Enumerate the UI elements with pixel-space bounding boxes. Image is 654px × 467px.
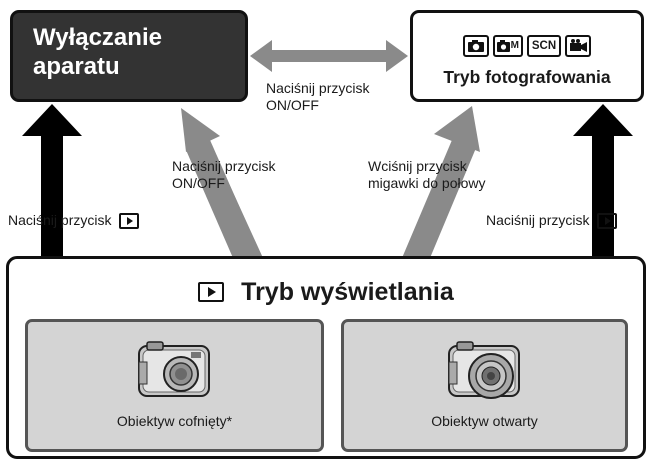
power-off-box: Wyłączanie aparatu <box>10 10 248 102</box>
label-playback-to-shooting-line1: Wciśnij przycisk <box>368 158 467 174</box>
label-off-shooting-line2: ON/OFF <box>266 97 319 113</box>
label-playback-to-off: Naciśnij przycisk ON/OFF <box>172 158 275 192</box>
playback-button-icon <box>597 213 618 230</box>
shooting-mode-title: Tryb fotografowania <box>443 67 611 87</box>
playback-mode-title: Tryb wyświetlania <box>241 278 454 307</box>
movie-icon <box>565 35 591 57</box>
panel-extended-label: Obiektyw otwarty <box>431 413 538 429</box>
panel-retracted-label: Obiektyw cofnięty* <box>116 413 233 429</box>
label-playback-to-shooting-line2: migawki do połowy <box>368 175 486 191</box>
label-left-vertical-text: Naciśnij przycisk <box>8 212 112 228</box>
playback-button-icon <box>119 213 140 230</box>
label-off-shooting-line1: Naciśnij przycisk <box>266 80 370 96</box>
mode-icons: M SCN <box>413 35 641 57</box>
label-off-shooting: Naciśnij przycisk ON/OFF <box>266 80 369 114</box>
label-playback-to-off-line1: Naciśnij przycisk <box>172 158 276 174</box>
double-arrow-off-shooting <box>250 40 408 72</box>
label-right-vertical: Naciśnij przycisk <box>486 212 618 230</box>
playback-mode-box: Tryb wyświetlania Obiektyw cofnięty* <box>6 256 646 459</box>
power-off-label-line2: aparatu <box>33 53 120 80</box>
scn-label: SCN <box>531 40 557 52</box>
label-playback-to-shooting: Wciśnij przycisk migawki do połowy <box>368 158 486 192</box>
panel-lens-retracted: Obiektyw cofnięty* <box>25 319 324 452</box>
arrow-playback-to-off <box>181 108 263 258</box>
label-right-vertical-text: Naciśnij przycisk <box>486 212 590 228</box>
label-left-vertical: Naciśnij przycisk <box>8 212 140 230</box>
playback-mode-title-row: Tryb wyświetlania <box>9 277 643 306</box>
label-playback-to-off-line2: ON/OFF <box>172 175 225 191</box>
shooting-mode-box: M SCN Tryb fotografowania <box>410 10 644 102</box>
playback-button-icon <box>198 282 225 303</box>
arrow-playback-to-shooting <box>402 106 480 258</box>
camera-extended-icon <box>447 341 520 399</box>
panel-lens-extended: Obiektyw otwarty <box>341 319 628 452</box>
camera-retracted-icon <box>137 341 210 397</box>
manual-label: M <box>510 40 519 51</box>
power-off-label-line1: Wyłączanie <box>33 24 162 51</box>
camera-icon <box>463 35 489 57</box>
manual-camera-icon: M <box>493 35 523 57</box>
scene-icon: SCN <box>527 35 561 57</box>
